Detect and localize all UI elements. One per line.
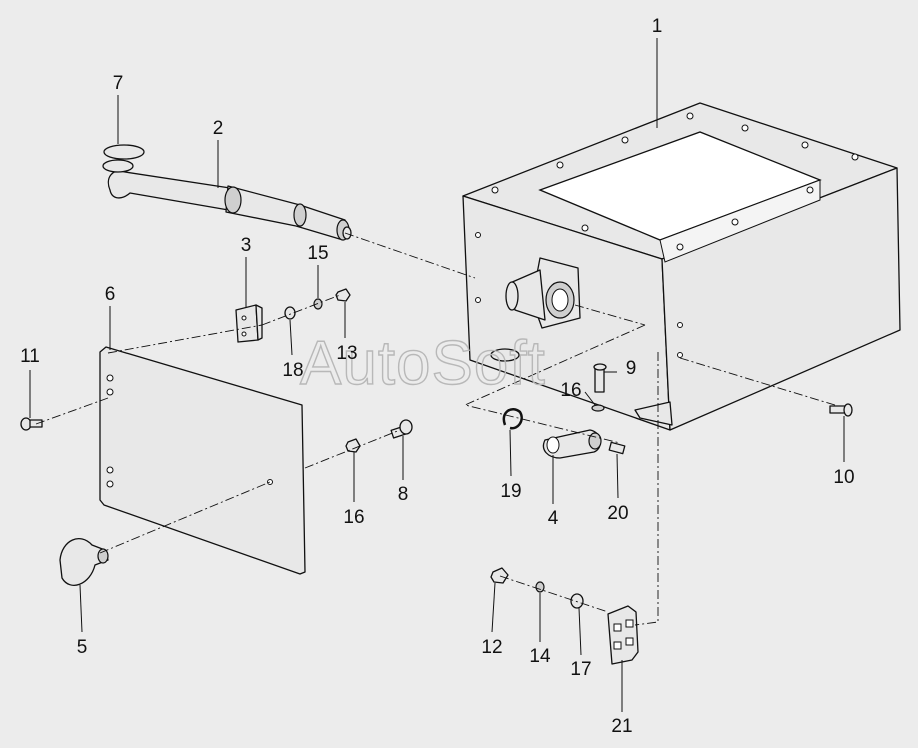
callout-12: 12 (481, 637, 502, 658)
part-20-pin (608, 441, 626, 455)
callout-15: 15 (307, 243, 328, 264)
watermark-text: AutoSoft (300, 329, 546, 398)
callout-21: 21 (611, 716, 632, 737)
callout-19: 19 (500, 481, 521, 502)
part-21-block (607, 605, 639, 665)
part-17-washer (570, 593, 584, 609)
part-16-washer-upper (591, 404, 605, 412)
callout-5: 5 (77, 637, 88, 658)
part-19-ring (502, 408, 523, 430)
callout-3: 3 (241, 235, 252, 256)
callout-6: 6 (105, 284, 116, 305)
part-16-nut-lower (345, 438, 361, 453)
part-11-screw (20, 417, 43, 431)
part-8-bolt (390, 419, 413, 439)
callout-14: 14 (529, 646, 551, 667)
callout-8: 8 (398, 484, 409, 505)
callout-13: 13 (336, 343, 357, 364)
callout-4: 4 (548, 508, 559, 529)
part-9-bolt (593, 363, 607, 393)
callout-7: 7 (113, 73, 124, 94)
callout-20: 20 (607, 503, 628, 524)
callout-10: 10 (833, 467, 854, 488)
callout-1: 1 (652, 16, 663, 37)
part-14-spring-washer (535, 581, 545, 593)
callout-9: 9 (626, 358, 637, 379)
part-13-nut (335, 288, 351, 302)
part-5-knob (59, 538, 109, 586)
part-12-nut (490, 567, 509, 584)
callout-17: 17 (570, 659, 591, 680)
part-15-spring-washer (313, 298, 323, 310)
part-1-housing (462, 102, 901, 431)
part-7-washers (102, 144, 145, 173)
part-6-cover-plate (99, 346, 306, 575)
leader-lines (29, 38, 845, 712)
callout-11: 11 (20, 346, 40, 367)
callout-16: 16 (560, 380, 581, 401)
part-10-bolt (829, 403, 853, 417)
part-2-lever (107, 170, 352, 241)
part-18-washer (284, 306, 296, 320)
housing-bushing (490, 257, 581, 362)
callout-16: 16 (343, 507, 364, 528)
callout-2: 2 (213, 118, 224, 139)
part-4-clamp (542, 429, 602, 459)
callout-18: 18 (282, 360, 303, 381)
assembly-lines (35, 232, 839, 626)
part-3-bracket (235, 304, 263, 343)
